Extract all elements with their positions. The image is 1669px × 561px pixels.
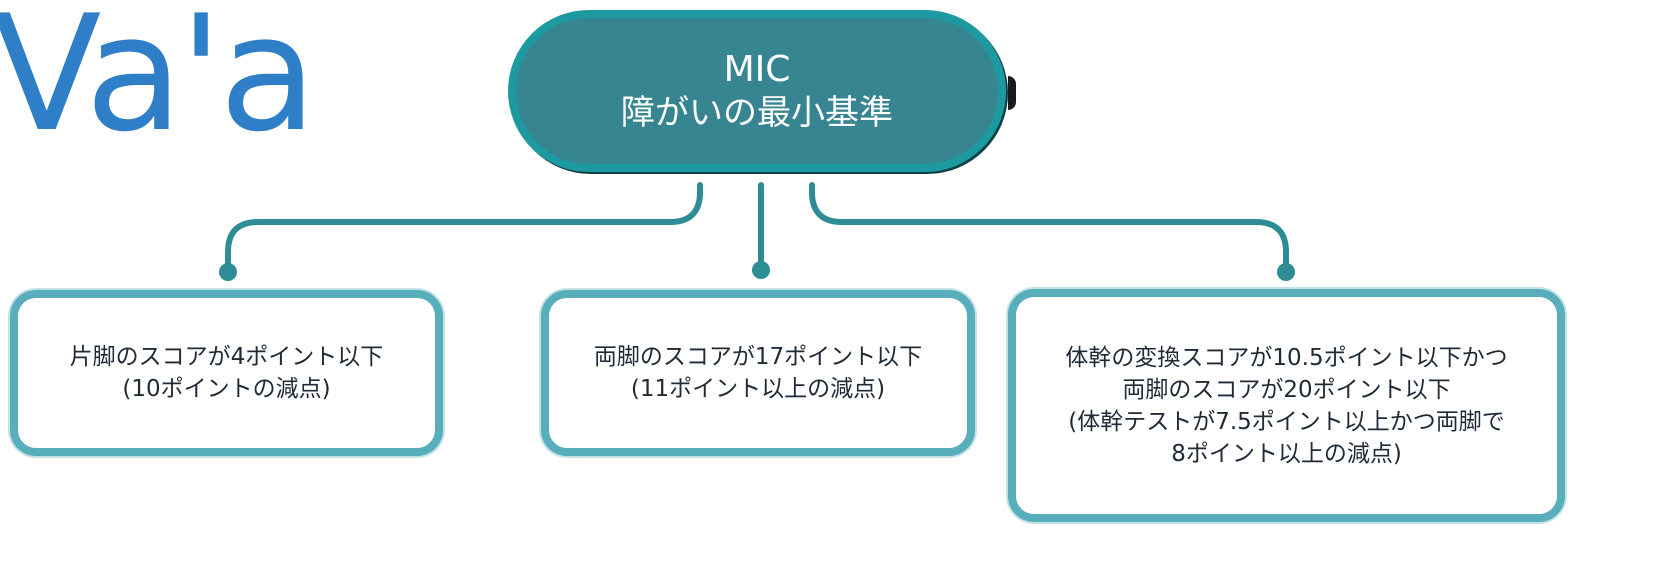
criterion-text: 8ポイント以上の減点) — [1171, 440, 1402, 467]
connector-right — [809, 182, 1289, 273]
mic-root-node: MIC 障がいの最小基準 — [508, 10, 1006, 172]
criterion-text: 体幹の変換スコアが10.5ポイント以下かつ — [1065, 344, 1508, 371]
criterion-text: 両脚のスコアが17ポイント以下 — [593, 344, 923, 370]
criterion-text: 片脚のスコアが4ポイント以下 — [69, 344, 384, 370]
top-node-shadow-edge — [1008, 76, 1016, 110]
connector-dot-center — [752, 261, 770, 279]
connector-dot-right — [1277, 263, 1295, 281]
criterion-text: (10ポイントの減点) — [122, 376, 331, 402]
connector-left — [225, 182, 703, 273]
mic-subtitle: 障がいの最小基準 — [621, 93, 893, 133]
criterion-box-single-leg: 片脚のスコアが4ポイント以下 (10ポイントの減点) — [10, 290, 443, 456]
criterion-box-trunk-and-legs: 体幹の変換スコアが10.5ポイント以下かつ 両脚のスコアが20ポイント以下 (体… — [1008, 289, 1565, 522]
connector-dot-left — [219, 263, 237, 281]
criterion-text: 両脚のスコアが20ポイント以下 — [1122, 376, 1451, 403]
criterion-text: (体幹テストが7.5ポイント以上かつ両脚で — [1068, 408, 1505, 435]
criterion-box-both-legs: 両脚のスコアが17ポイント以下 (11ポイント以上の減点) — [541, 290, 975, 456]
background-logo-text: Va'a — [0, 0, 317, 167]
criterion-text: (11ポイント以上の減点) — [630, 376, 886, 402]
mic-title: MIC — [723, 49, 791, 90]
